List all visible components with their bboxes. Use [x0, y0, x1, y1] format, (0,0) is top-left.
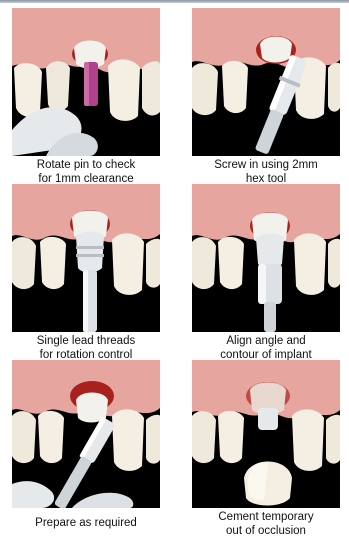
step-6-caption: Cement temporary out of occlusion	[182, 510, 349, 538]
step-2-caption: Screw in using 2mm hex tool	[182, 158, 349, 186]
step-5-caption: Prepare as required	[2, 516, 170, 530]
step-4-caption: Align angle and contour of implant	[182, 334, 349, 362]
step-3-illustration	[12, 184, 160, 332]
step-3-caption: Single lead threads for rotation control	[2, 334, 170, 362]
step-6-illustration	[192, 360, 340, 508]
top-border	[0, 0, 349, 3]
step-2-caption-line-1: Screw in using 2mm	[182, 158, 349, 172]
step-6-caption-line-1: Cement temporary	[182, 510, 349, 524]
step-4-illustration	[192, 184, 340, 332]
step-3-caption-line-1: Single lead threads	[2, 334, 170, 348]
step-1-caption: Rotate pin to check for 1mm clearance	[2, 158, 170, 186]
step-4-caption-line-1: Align angle and	[182, 334, 349, 348]
step-5-illustration	[12, 360, 160, 508]
step-5-caption-line-1: Prepare as required	[2, 516, 170, 530]
step-6-caption-line-2: out of occlusion	[182, 524, 349, 538]
step-1-illustration	[12, 8, 160, 156]
step-1-caption-line-1: Rotate pin to check	[2, 158, 170, 172]
step-2-illustration	[192, 8, 340, 156]
